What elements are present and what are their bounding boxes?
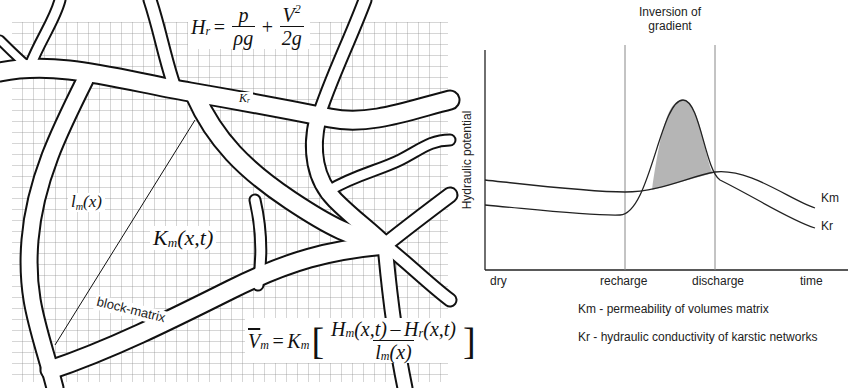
axis-label: discharge [692, 275, 744, 289]
formula-symbol: H [191, 16, 205, 38]
fraction: pρg [232, 4, 256, 49]
formula-symbol: l [375, 341, 381, 363]
axis-label: dry [490, 275, 507, 289]
formula-symbol: ρg [234, 27, 254, 49]
subscript: m [76, 201, 83, 212]
conduit-outline [0, 0, 450, 388]
formula-symbol: l [71, 193, 76, 212]
key-note: Km - permeability of volumes matrix [578, 303, 769, 317]
numerator: Hm(x,t)–Hr(x,t) [329, 318, 458, 340]
axis-label: recharge [600, 275, 647, 289]
subscript: m [345, 327, 354, 340]
formula-symbol: (x) [83, 193, 102, 212]
subscript: m [301, 339, 310, 352]
subscript: r [419, 327, 424, 340]
formula-symbol: (x,t) [354, 318, 387, 340]
formula-symbol: = [272, 330, 283, 352]
fraction: Hm(x,t)–Hr(x,t)lm(x) [329, 318, 458, 363]
matrix-permeability-label: Km(x,t) [150, 226, 216, 250]
fraction: V22g [280, 4, 304, 49]
velocity-formula: Vm=Km[Hm(x,t)–Hr(x,t)lm(x)] [245, 318, 481, 363]
vector-symbol: V [248, 330, 260, 352]
axis-title: Hydraulic potential [461, 111, 475, 210]
superscript: 2 [295, 3, 301, 16]
length-label: lm(x) [68, 193, 105, 212]
subscript: m [381, 350, 390, 363]
subscript: r [247, 98, 250, 106]
subscript: r [205, 25, 210, 38]
formula-symbol: H [331, 318, 345, 340]
numerator: V2 [281, 4, 303, 26]
denominator: ρg [232, 26, 256, 49]
numerator: p [236, 4, 250, 26]
formula-symbol: 2g [282, 27, 302, 49]
bracket: ] [463, 322, 476, 360]
conduit-fill [0, 0, 450, 388]
formula-symbol: = [214, 16, 225, 38]
formula-symbol: (x,t) [423, 318, 456, 340]
formula-symbol: – [391, 318, 401, 340]
formula-symbol: K [153, 226, 168, 250]
head-formula: Hr=pρg+V22g [188, 4, 310, 49]
chart-annotation: Inversion of gradient [625, 6, 715, 34]
key-note: Kr - hydraulic conductivity of karstic n… [578, 331, 856, 345]
subscript: m [168, 236, 178, 251]
formula-symbol: K [287, 330, 300, 352]
curve-label: Km [821, 192, 839, 206]
formula-symbol: p [238, 4, 248, 26]
formula-symbol: (x,t) [177, 226, 213, 250]
formula-symbol: + [262, 16, 273, 38]
subscript: m [260, 339, 269, 352]
formula-symbol: K [239, 92, 247, 105]
formula-symbol: H [404, 318, 418, 340]
potential-chart [485, 45, 848, 270]
axis-title: time [800, 275, 823, 289]
bracket: [ [311, 322, 324, 360]
denominator: lm(x) [373, 340, 413, 363]
formula-symbol: V [283, 4, 295, 26]
curve-label: Kr [821, 220, 833, 234]
conduit-label: Kr [236, 92, 253, 105]
formula-symbol: (x) [390, 341, 412, 363]
denominator: 2g [280, 26, 304, 49]
